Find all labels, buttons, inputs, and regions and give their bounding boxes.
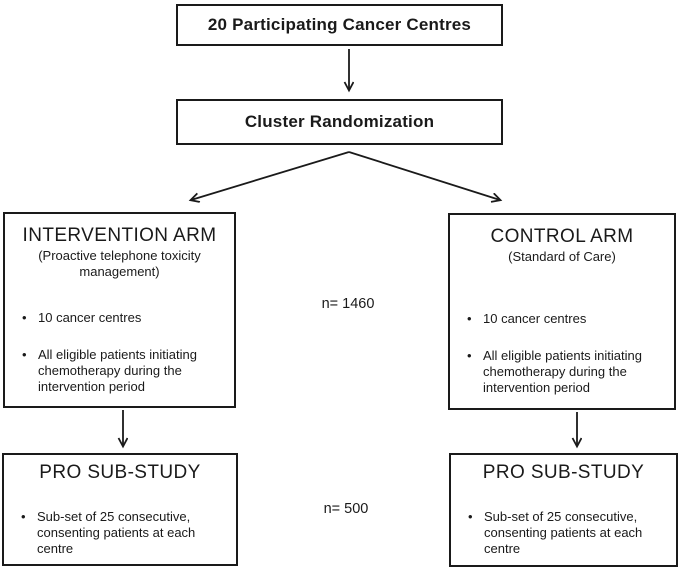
bullet-icon: • [468, 509, 473, 524]
intervention-arm-title: INTERVENTION ARM [22, 225, 217, 246]
bullet-icon: • [21, 509, 26, 524]
pro-substudy-right-title: PRO SUB-STUDY [482, 462, 645, 483]
control-bullet-1: 10 cancer centres [483, 311, 587, 326]
list-item: • All eligible patients initiating chemo… [450, 348, 674, 396]
list-item: • Sub-set of 25 consecutive, consenting … [4, 509, 236, 557]
pro-substudy-left-box: PRO SUB-STUDY • Sub-set of 25 consecutiv… [2, 453, 238, 566]
pro-substudy-right-box: PRO SUB-STUDY • Sub-set of 25 consecutiv… [449, 453, 678, 567]
control-arm-header: CONTROL ARM (Standard of Care) [450, 225, 674, 311]
intervention-arm-subtitle: (Proactive telephone toxicity management… [38, 248, 201, 279]
intervention-arm-box: INTERVENTION ARM (Proactive telephone to… [3, 212, 236, 408]
intervention-bullet-1: 10 cancer centres [38, 310, 142, 325]
control-arm-subtitle: (Standard of Care) [508, 249, 616, 264]
list-item: • 10 cancer centres [450, 311, 674, 327]
bullet-icon: • [22, 347, 27, 362]
participating-centres-label: 20 Participating Cancer Centres [207, 15, 472, 34]
bullet-icon: • [467, 311, 472, 326]
intervention-bullet-2: All eligible patients initiating chemoth… [38, 347, 197, 394]
participating-centres-box: 20 Participating Cancer Centres [176, 4, 503, 46]
n-arms-label: n= 1460 [321, 296, 375, 312]
n-substudy-label: n= 500 [323, 501, 369, 517]
cluster-randomization-label: Cluster Randomization [244, 112, 435, 131]
control-bullet-2: All eligible patients initiating chemoth… [483, 348, 642, 395]
cluster-randomization-box: Cluster Randomization [176, 99, 503, 145]
pro-substudy-right-header: PRO SUB-STUDY [451, 461, 676, 509]
intervention-arm-header: INTERVENTION ARM (Proactive telephone to… [5, 224, 234, 310]
bullet-icon: • [467, 348, 472, 363]
control-arm-title: CONTROL ARM [490, 226, 634, 247]
arrow-randomization-to-intervention [191, 151, 350, 200]
pro-substudy-right-bullet: Sub-set of 25 consecutive, consenting pa… [484, 509, 643, 556]
pro-substudy-left-header: PRO SUB-STUDY [4, 461, 236, 509]
pro-substudy-left-title: PRO SUB-STUDY [39, 462, 201, 483]
list-item: • Sub-set of 25 consecutive, consenting … [451, 509, 676, 557]
bullet-icon: • [22, 310, 27, 325]
pro-substudy-left-bullet: Sub-set of 25 consecutive, consenting pa… [37, 509, 196, 556]
arrow-randomization-to-control [348, 151, 500, 200]
list-item: • 10 cancer centres [5, 310, 234, 326]
list-item: • All eligible patients initiating chemo… [5, 347, 234, 395]
control-arm-box: CONTROL ARM (Standard of Care) • 10 canc… [448, 213, 676, 410]
